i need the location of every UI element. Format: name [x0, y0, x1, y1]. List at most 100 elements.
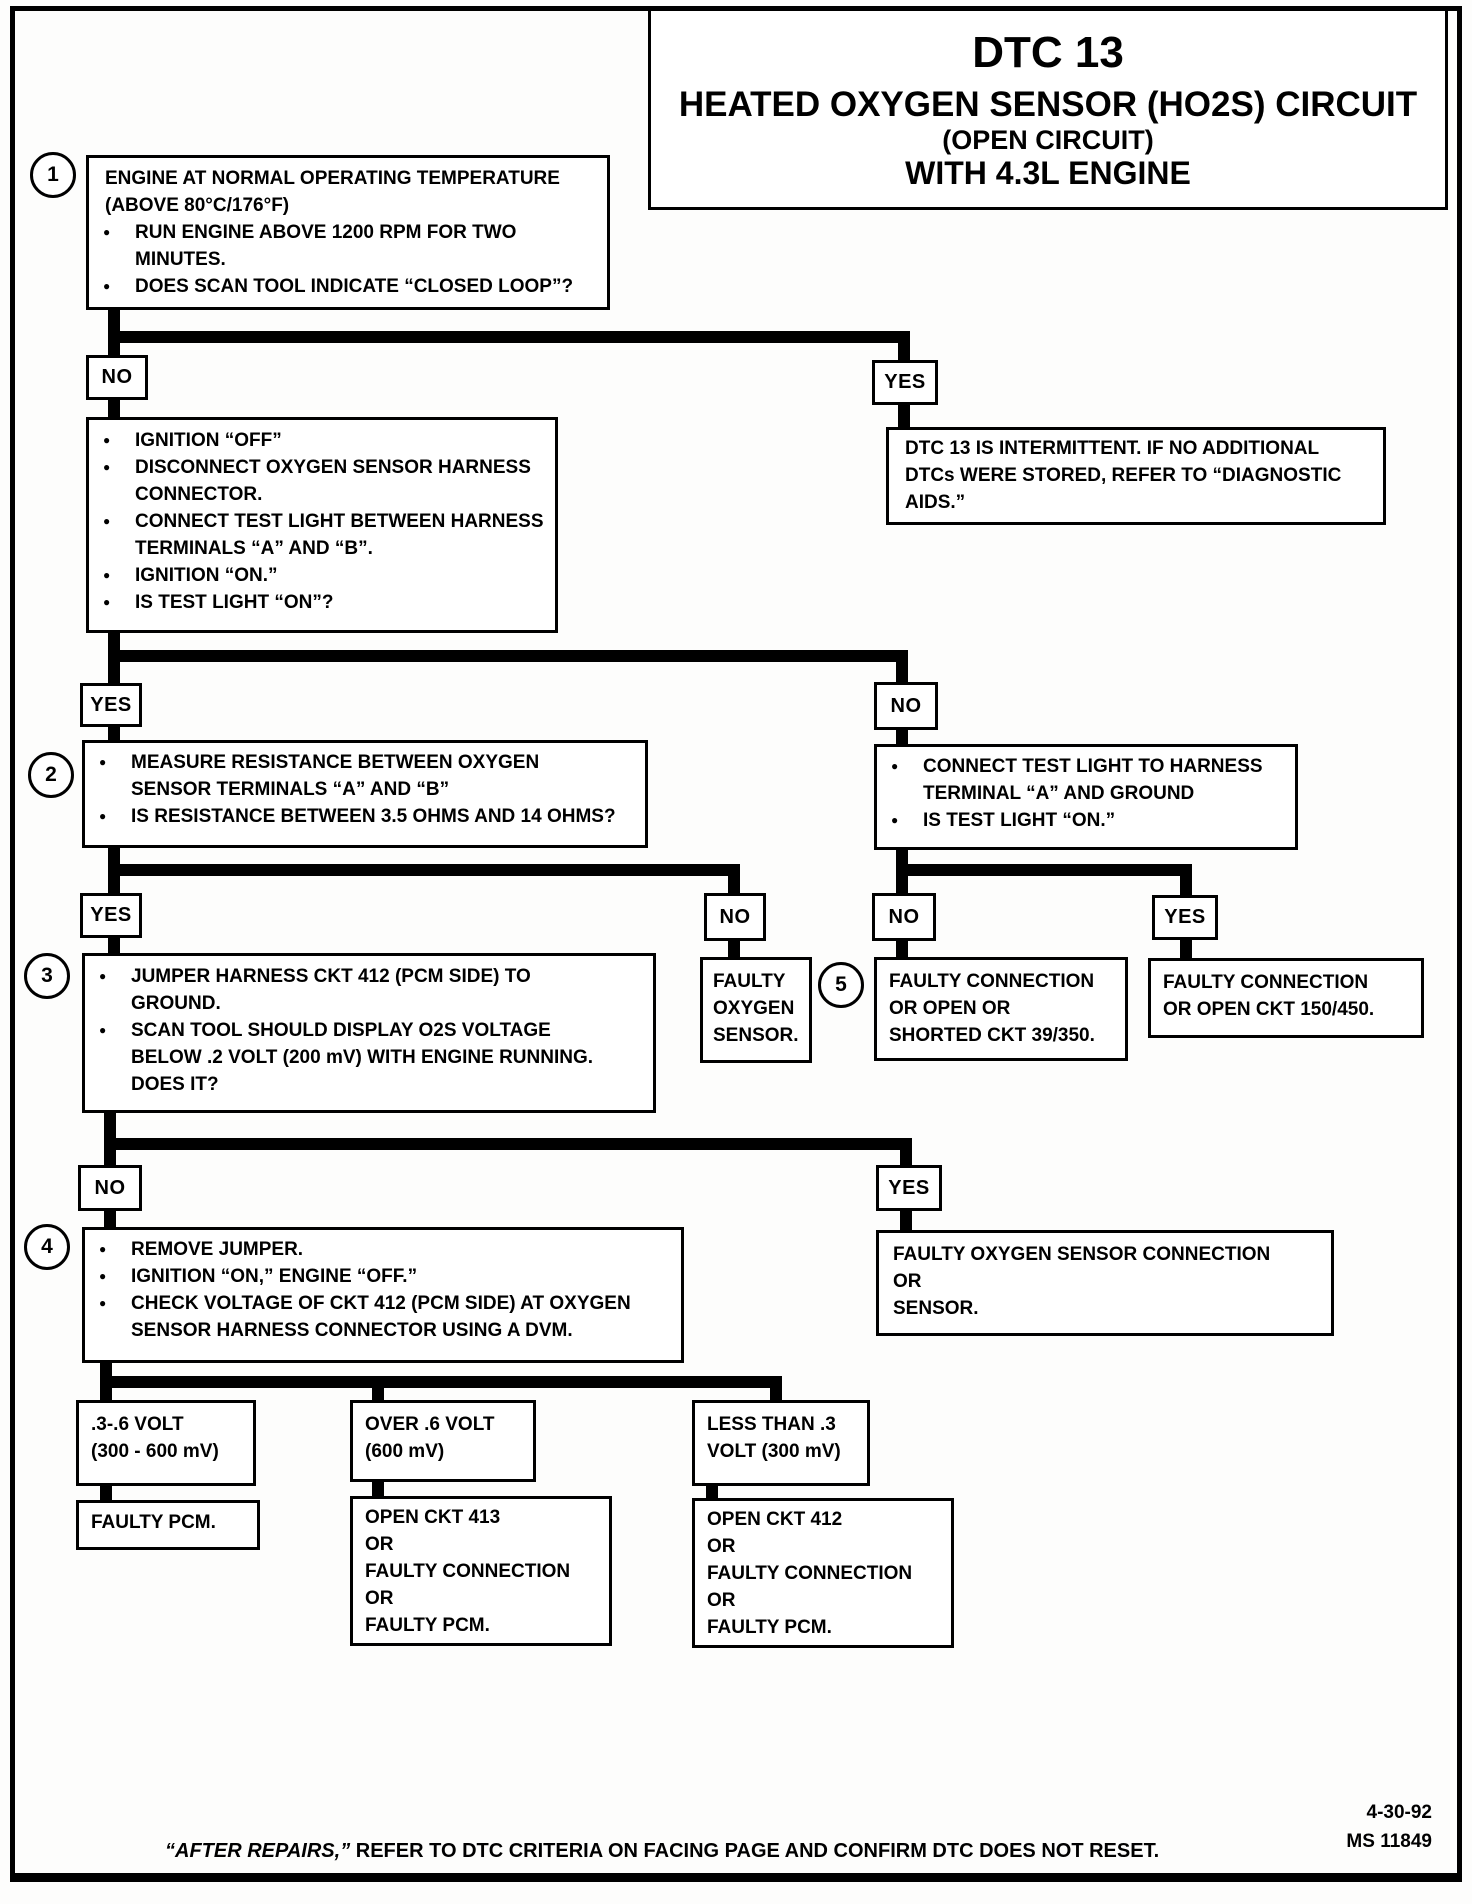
text-line: VOLT (300 mV) [707, 1441, 841, 1462]
connector-line [104, 1138, 912, 1150]
faulty-connection-ckt150-box: FAULTY CONNECTION OR OPEN CKT 150/450. [1148, 958, 1424, 1038]
connector-line [108, 727, 120, 741]
connector-line [372, 1482, 384, 1497]
no-branch-4: NO [78, 1165, 142, 1211]
text-line: OPEN CKT 413 [365, 1507, 501, 1528]
bullet-item: ● IGNITION “OFF” [89, 427, 547, 454]
no-branch-3: NO [704, 893, 766, 941]
yes-branch-5: YES [1152, 895, 1218, 940]
bullet-icon: ● [103, 514, 111, 528]
step-circle-5: 5 [818, 962, 864, 1008]
bullet-icon: ● [99, 755, 107, 769]
connector-line [108, 650, 908, 662]
text-line: FAULTY PCM. [707, 1617, 832, 1638]
branch-label: NO [890, 694, 922, 717]
connector-line [372, 1388, 384, 1401]
branch-label: NO [101, 366, 133, 388]
text-line: (300 - 600 mV) [91, 1441, 219, 1462]
step1-heading-line2: (ABOVE 80°C/176°F) [105, 195, 290, 216]
footer-meta: 4-30-92 MS 11849 [1272, 1798, 1432, 1856]
connector-line [100, 1486, 112, 1501]
branch-label: YES [90, 904, 132, 926]
text-line: CONNECTOR. [135, 484, 263, 505]
text-line: OR [893, 1271, 922, 1292]
title-subtitle-1: HEATED OXYGEN SENSOR (HO2S) CIRCUIT [678, 85, 1418, 124]
bullet-item: ● SCAN TOOL SHOULD DISPLAY O2S VOLTAGE B… [85, 1017, 645, 1098]
bullet-icon: ● [99, 809, 107, 823]
connector-line [770, 1388, 782, 1401]
bullet-icon: ● [99, 1296, 107, 1310]
result-ckt412-box: OPEN CKT 412 OR FAULTY CONNECTION OR FAU… [692, 1498, 954, 1648]
text-line: DOES IT? [131, 1074, 219, 1095]
bullet-item: ● CHECK VOLTAGE OF CKT 412 (PCM SIDE) AT… [85, 1290, 673, 1344]
text-line: OXYGEN [713, 998, 795, 1019]
text-line: (600 mV) [365, 1441, 445, 1462]
text-line: CONNECT TEST LIGHT TO HARNESS [923, 756, 1263, 777]
bullet-icon: ● [103, 595, 111, 609]
step-number: 4 [41, 1235, 53, 1258]
text-line: OR [707, 1590, 736, 1611]
connect-test-light-box: ● CONNECT TEST LIGHT TO HARNESS TERMINAL… [874, 744, 1298, 850]
text-line: LESS THAN .3 [707, 1414, 836, 1435]
bullet-icon: ● [103, 433, 111, 447]
page-title: DTC 13 [972, 28, 1124, 77]
text-line: IGNITION “ON,” ENGINE “OFF.” [131, 1266, 418, 1287]
text-line: REMOVE JUMPER. [131, 1239, 304, 1260]
step-circle-4: 4 [24, 1224, 70, 1270]
branch-label: YES [90, 693, 132, 716]
bullet-item: ● DOES SCAN TOOL INDICATE “CLOSED LOOP”? [89, 273, 599, 300]
bullet-icon: ● [99, 1023, 107, 1037]
text-line: IGNITION “OFF” [135, 430, 282, 451]
text-line: MINUTES. [135, 249, 226, 270]
step-number: 1 [47, 163, 59, 186]
step-circle-3: 3 [24, 953, 70, 999]
text-line: OR OPEN OR [889, 998, 1011, 1019]
result-ckt413-box: OPEN CKT 413 OR FAULTY CONNECTION OR FAU… [350, 1496, 612, 1646]
text-line: DOES SCAN TOOL INDICATE “CLOSED LOOP”? [135, 276, 574, 297]
bullet-item: ● MEASURE RESISTANCE BETWEEN OXYGEN SENS… [85, 749, 637, 803]
bullet-icon: ● [103, 225, 111, 239]
branch-label: NO [719, 905, 751, 928]
step1-box: ENGINE AT NORMAL OPERATING TEMPERATURE (… [86, 155, 610, 310]
result-faulty-pcm-box: FAULTY PCM. [76, 1500, 260, 1550]
faulty-oxygen-sensor-box: FAULTY OXYGEN SENSOR. [700, 957, 812, 1063]
text-line: GROUND. [131, 993, 221, 1014]
step3-box: ● JUMPER HARNESS CKT 412 (PCM SIDE) TO G… [82, 953, 656, 1113]
branch-label: NO [888, 905, 920, 928]
text-line: OVER .6 VOLT [365, 1414, 495, 1435]
step-number: 2 [45, 763, 57, 786]
branch-label: YES [884, 371, 926, 393]
connector-line [706, 1486, 718, 1499]
no-branch-5: NO [872, 893, 936, 941]
bullet-icon: ● [891, 759, 899, 773]
connector-line [728, 941, 740, 958]
intermittent-box: DTC 13 IS INTERMITTENT. IF NO ADDITIONAL… [886, 427, 1386, 525]
branch-label: YES [1164, 906, 1206, 928]
bullet-item: ● DISCONNECT OXYGEN SENSOR HARNESS CONNE… [89, 454, 547, 508]
bullet-item: ● IGNITION “ON.” [89, 562, 547, 589]
bullet-icon: ● [103, 279, 111, 293]
connector-line [108, 400, 120, 418]
connector-line [1180, 940, 1192, 959]
text-line: FAULTY CONNECTION [889, 971, 1095, 992]
text-line: OR [707, 1536, 736, 1557]
bullet-item: ● RUN ENGINE ABOVE 1200 RPM FOR TWO MINU… [89, 219, 599, 273]
title-box: DTC 13 HEATED OXYGEN SENSOR (HO2S) CIRCU… [648, 8, 1448, 210]
step-circle-1: 1 [30, 152, 76, 198]
connector-line [728, 876, 740, 894]
connector-line [896, 730, 908, 745]
text-line: FAULTY CONNECTION [365, 1561, 571, 1582]
text-line: DTCs WERE STORED, REFER TO “DIAGNOSTIC [905, 465, 1342, 486]
text-line: JUMPER HARNESS CKT 412 (PCM SIDE) TO [131, 966, 531, 987]
step4-box: ● REMOVE JUMPER. ● IGNITION “ON,” ENGINE… [82, 1227, 684, 1363]
step-number: 5 [835, 973, 847, 996]
bullet-icon: ● [103, 460, 111, 474]
text-line: FAULTY CONNECTION [1163, 972, 1369, 993]
text-line: FAULTY PCM. [365, 1615, 490, 1636]
bullet-item: ● CONNECT TEST LIGHT TO HARNESS TERMINAL… [877, 753, 1287, 807]
no-branch-2: NO [874, 682, 938, 730]
faulty-o2-connection-box: FAULTY OXYGEN SENSOR CONNECTION OR SENSO… [876, 1230, 1334, 1336]
text-line: MEASURE RESISTANCE BETWEEN OXYGEN [131, 752, 540, 773]
connector-line [896, 662, 908, 683]
bullet-item: ● CONNECT TEST LIGHT BETWEEN HARNESS TER… [89, 508, 547, 562]
